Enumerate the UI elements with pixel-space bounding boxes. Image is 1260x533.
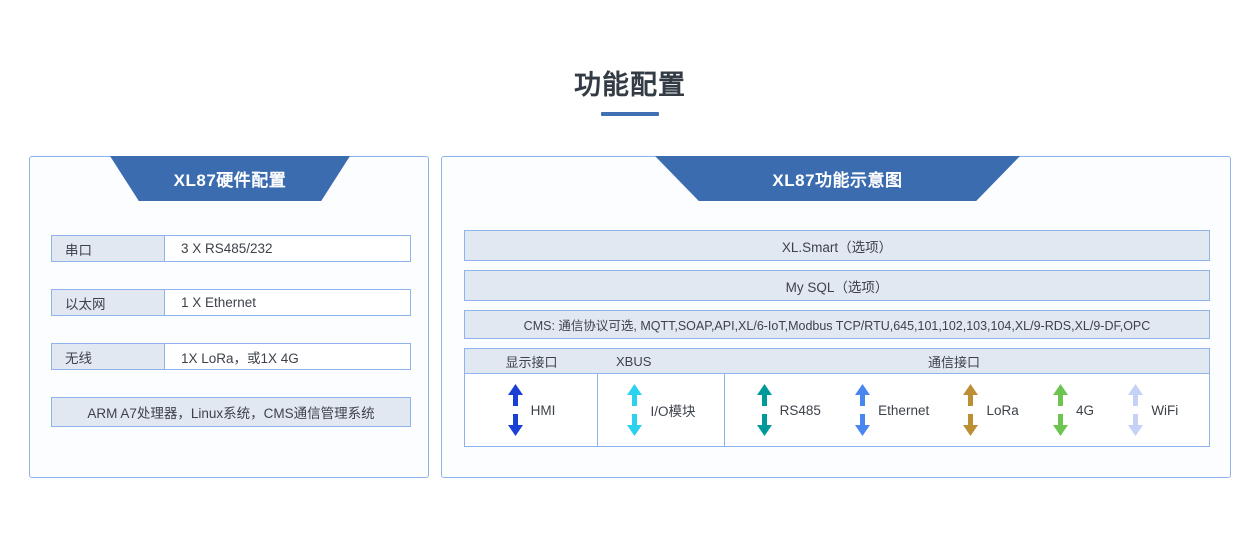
table-row: 以太网 1 X Ethernet [51, 289, 411, 316]
double-arrow-icon [1128, 384, 1144, 436]
hardware-footer-note: ARM A7处理器，Linux系统，CMS通信管理系统 [51, 397, 411, 427]
function-panel-banner: XL87功能示意图 [655, 156, 1020, 201]
spec-value: 1X LoRa，或1X 4G [165, 343, 411, 370]
interface-item-ethernet: Ethernet [854, 384, 929, 436]
interface-item-lora: LoRa [962, 384, 1019, 436]
interface-label: WiFi [1151, 402, 1179, 418]
software-layer-mysql: My SQL（选项） [464, 270, 1210, 301]
function-diagram-panel: XL87功能示意图 XL.Smart（选项） My SQL（选项） CMS: 通… [441, 156, 1231, 478]
spec-value: 1 X Ethernet [165, 289, 411, 316]
page-header: 功能配置 [0, 68, 1260, 116]
double-arrow-icon [507, 384, 523, 436]
spec-key: 以太网 [51, 289, 165, 316]
hardware-spec-list: 串口 3 X RS485/232 以太网 1 X Ethernet 无线 1X … [51, 235, 411, 427]
function-stack: XL.Smart（选项） My SQL（选项） CMS: 通信协议可选, MQT… [464, 230, 1210, 447]
double-arrow-icon [1053, 384, 1069, 436]
interface-label: I/O模块 [650, 404, 696, 419]
interface-column-xbus: I/O模块 [598, 374, 725, 446]
interface-body-row: HMI I/O模块 [464, 374, 1210, 447]
interface-column-comm: RS485 Ethernet LoRa [725, 374, 1209, 446]
interface-label: 4G [1076, 402, 1095, 418]
software-layer-cms: CMS: 通信协议可选, MQTT,SOAP,API,XL/6-IoT,Modb… [464, 310, 1210, 339]
double-arrow-icon [855, 384, 871, 436]
interface-header-row: 显示接口 XBUS 通信接口 [464, 348, 1210, 374]
title-underline [601, 112, 659, 116]
spec-value: 3 X RS485/232 [165, 235, 411, 262]
interface-header-display: 显示接口 [505, 354, 558, 370]
hardware-config-panel: XL87硬件配置 串口 3 X RS485/232 以太网 1 X Ethern… [29, 156, 429, 478]
hardware-panel-banner: XL87硬件配置 [110, 156, 350, 201]
interface-label: Ethernet [878, 402, 930, 418]
interface-header-xbus: XBUS [616, 353, 652, 369]
spec-key: 串口 [51, 235, 165, 262]
interface-item-io-module: I/O模块 [626, 384, 696, 436]
page-title: 功能配置 [574, 70, 686, 100]
double-arrow-icon [627, 384, 643, 436]
interface-item-rs485: RS485 [756, 384, 821, 436]
table-row: 无线 1X LoRa，或1X 4G [51, 343, 411, 370]
interface-item-4g: 4G [1052, 384, 1094, 436]
interface-label: LoRa [986, 402, 1019, 418]
double-arrow-icon [963, 384, 979, 436]
interface-label: HMI [530, 402, 556, 418]
interface-header-comm: 通信接口 [927, 354, 980, 370]
double-arrow-icon [756, 384, 772, 436]
interface-column-display: HMI [465, 374, 598, 446]
table-row: 串口 3 X RS485/232 [51, 235, 411, 262]
interface-item-hmi: HMI [507, 384, 556, 436]
interface-item-wifi: WiFi [1127, 384, 1178, 436]
spec-key: 无线 [51, 343, 165, 370]
software-layer-xlsmart: XL.Smart（选项） [464, 230, 1210, 261]
interface-label: RS485 [779, 402, 821, 418]
